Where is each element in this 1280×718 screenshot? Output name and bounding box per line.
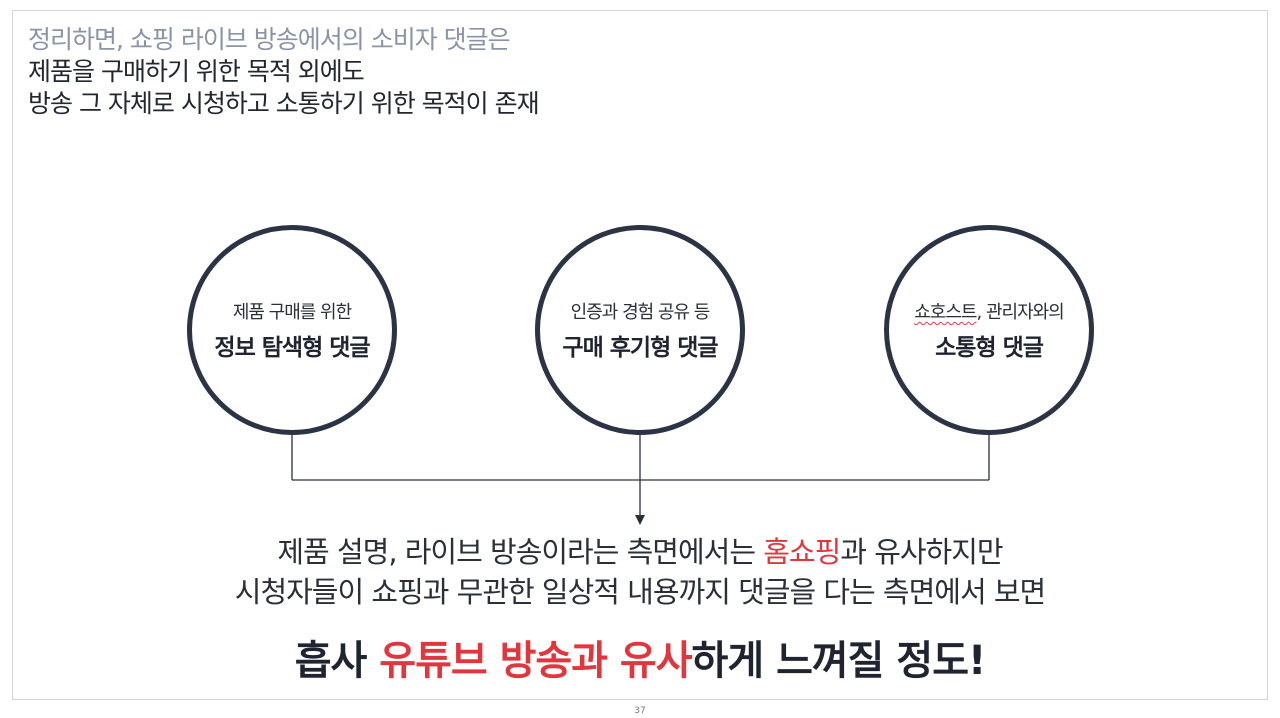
summary-line-2: 시청자들이 쇼핑과 무관한 일상적 내용까지 댓글을 다는 측면에서 보면	[234, 575, 1046, 609]
page-number: 37	[634, 706, 646, 716]
summary-line-3-b: 하게 느껴질 정도!	[691, 638, 987, 684]
circle-1-subtitle: 제품 구매를 위한	[232, 302, 352, 323]
summary-block: 제품 설명, 라이브 방송이라는 측면에서는 홈쇼핑과 유사하지만 시청자들이 …	[0, 532, 1280, 686]
summary-line-1-highlight: 홈쇼핑	[763, 535, 841, 569]
summary-conclusion: 흡사 유튜브 방송과 유사하게 느껴질 정도!	[0, 628, 1280, 686]
circle-1-title: 정보 탐색형 댓글	[214, 335, 370, 361]
header-text: 정리하면, 쇼핑 라이브 방송에서의 소비자 댓글은 제품을 구매하기 위한 목…	[28, 24, 540, 120]
summary-line-1: 제품 설명, 라이브 방송이라는 측면에서는 홈쇼핑과 유사하지만	[0, 532, 1280, 572]
summary-line-3-highlight: 유튜브 방송과 유사	[379, 638, 692, 684]
circle-3-subtitle-rest: , 관리자와의	[976, 302, 1065, 323]
circle-3-subtitle-showhost: 쇼호스트	[914, 302, 977, 323]
header-line-1: 정리하면, 쇼핑 라이브 방송에서의 소비자 댓글은	[28, 25, 511, 54]
summary-line-3-a: 흡사	[294, 638, 380, 684]
summary-line-1-a: 제품 설명, 라이브 방송이라는 측면에서는	[277, 535, 764, 569]
header-line-3: 방송 그 자체로 시청하고 소통하기 위한 목적이 존재	[28, 89, 540, 118]
circle-purchase-review: 인증과 경험 공유 등 구매 후기형 댓글	[535, 225, 745, 435]
circle-2-title: 구매 후기형 댓글	[562, 335, 718, 361]
header-line-2: 제품을 구매하기 위한 목적 외에도	[28, 57, 365, 86]
summary-line-1-b: 과 유사하지만	[840, 535, 1003, 569]
circle-3-title: 소통형 댓글	[935, 335, 1044, 361]
circle-3-subtitle: 쇼호스트, 관리자와의	[914, 298, 1065, 324]
circle-info-search: 제품 구매를 위한 정보 탐색형 댓글	[187, 225, 397, 435]
circle-communication: 쇼호스트, 관리자와의 소통형 댓글	[884, 225, 1094, 435]
circle-2-subtitle: 인증과 경험 공유 등	[570, 302, 711, 323]
